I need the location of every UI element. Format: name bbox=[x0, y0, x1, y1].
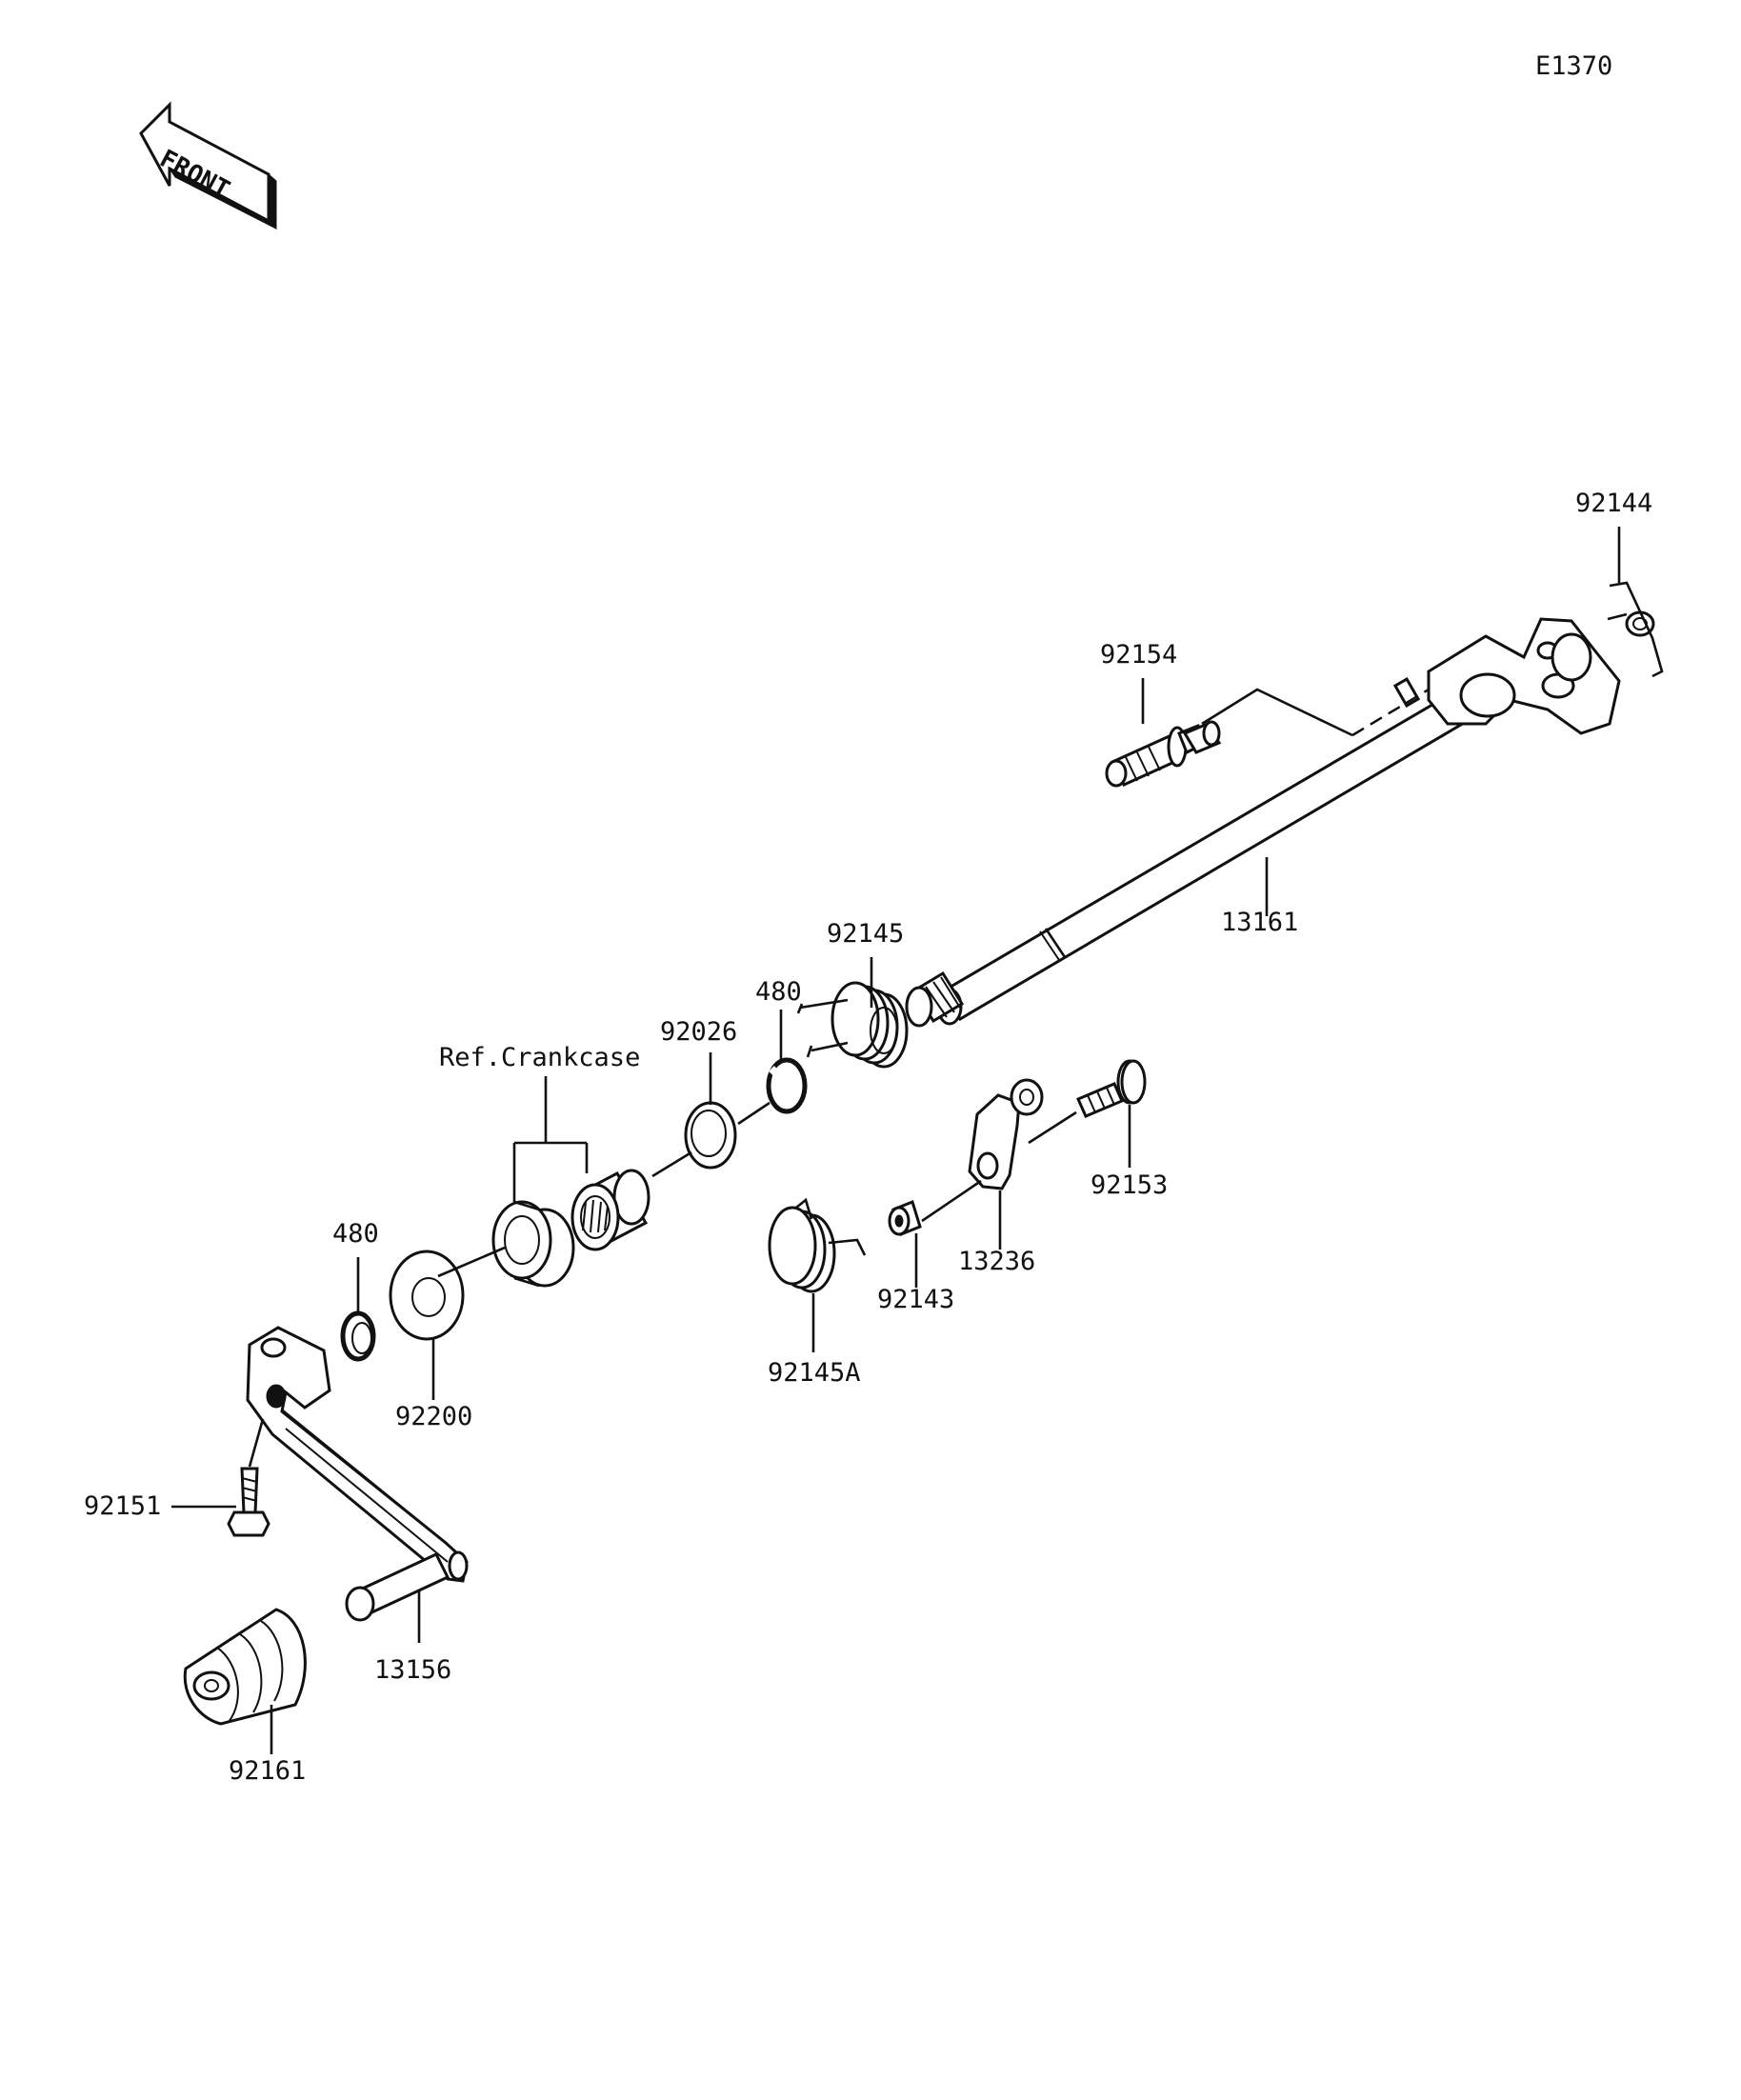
circlip-480-lower bbox=[340, 1310, 376, 1362]
part-label-480-lower: 480 bbox=[332, 1219, 379, 1249]
ref-crankcase-label: Ref.Crankcase bbox=[439, 1043, 640, 1072]
oil-seal bbox=[491, 1200, 575, 1288]
part-label-92145A: 92145A bbox=[768, 1358, 861, 1388]
part-label-92154: 92154 bbox=[1100, 640, 1177, 670]
bolt-92154 bbox=[1105, 720, 1222, 788]
part-label-92153: 92153 bbox=[1091, 1170, 1168, 1200]
crankcase-reference: Ref.Crankcase bbox=[439, 1043, 640, 1202]
part-label-92200: 92200 bbox=[395, 1402, 472, 1431]
bolt-92153 bbox=[1076, 1059, 1147, 1118]
part-label-92161: 92161 bbox=[229, 1756, 306, 1786]
spring-92144 bbox=[1607, 581, 1664, 678]
part-label-13236: 13236 bbox=[958, 1247, 1035, 1276]
washer-92200 bbox=[389, 1250, 465, 1341]
bolt-92151 bbox=[227, 1467, 270, 1537]
part-labels: 92144 92154 13161 92145 480 92026 92153 … bbox=[84, 489, 1652, 1786]
collar-92143 bbox=[888, 1200, 922, 1236]
part-label-13161: 13161 bbox=[1221, 908, 1298, 937]
needle-bearing bbox=[570, 1169, 650, 1251]
part-label-92151: 92151 bbox=[84, 1491, 161, 1521]
rubber-92161 bbox=[183, 1608, 307, 1726]
leader-lines bbox=[171, 527, 1621, 1754]
diagram-code: E1370 bbox=[1535, 51, 1612, 81]
front-arrow-icon: FRONT bbox=[139, 101, 277, 230]
part-label-92144: 92144 bbox=[1575, 489, 1652, 518]
spring-92145A bbox=[768, 1197, 867, 1293]
part-label-92145: 92145 bbox=[827, 919, 904, 949]
circlip-480-upper bbox=[766, 1057, 808, 1114]
part-label-13156: 13156 bbox=[374, 1655, 451, 1685]
part-label-92026: 92026 bbox=[660, 1017, 737, 1047]
shift-pedal bbox=[246, 1326, 469, 1583]
pin-13156 bbox=[345, 1552, 450, 1622]
part-label-480-upper: 480 bbox=[755, 977, 802, 1007]
washer-92026 bbox=[684, 1101, 737, 1170]
spring-92145 bbox=[796, 981, 909, 1069]
part-label-92143: 92143 bbox=[877, 1285, 954, 1314]
arm-13236 bbox=[968, 1078, 1044, 1190]
shift-shaft-13161 bbox=[905, 617, 1621, 1028]
